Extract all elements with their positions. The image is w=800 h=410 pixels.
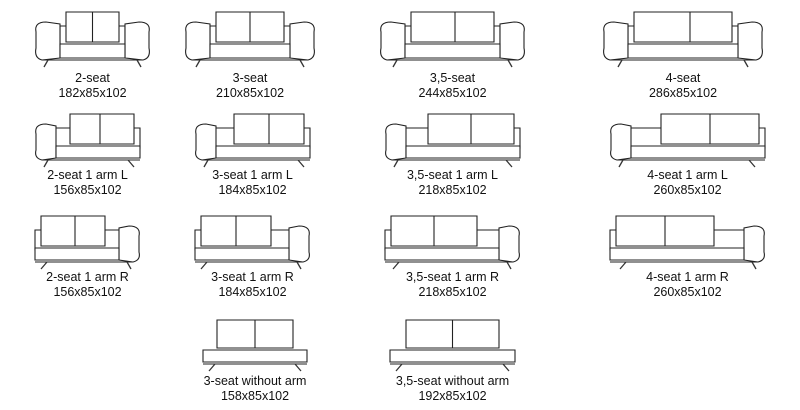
sofa-4-seat-1-arm-r: 4-seat 1 arm R 260x85x102 [605,210,770,300]
sofa-3-5-seat-1-arm-l: 3,5-seat 1 arm L 218x85x102 [380,108,525,198]
sofa-4-seat: 4-seat 286x85x102 [598,8,768,101]
sofa-label: 4-seat 1 arm R [646,270,729,284]
sofa-dimensions: 156x85x102 [53,285,122,299]
sofa-3-seat-drawing [185,11,315,68]
sofa-2-seat-drawing [35,11,150,68]
sofa-4-seat-1-arm-r-drawing [609,215,765,270]
sofa-dimensions: 218x85x102 [418,183,487,197]
sofa-3-seat-1-arm-r-drawing [194,215,310,270]
sofa-3-seat-1-arm-l: 3-seat 1 arm L 184x85x102 [190,108,315,198]
sofa-label: 2-seat [75,71,110,85]
sofa-3-seat-without-arm: 3-seat without arm 158x85x102 [195,312,315,408]
sofa-3-5-seat-without-arm: 3,5-seat without arm 192x85x102 [380,312,525,408]
sofa-3-5-seat-without-arm-caption: 3,5-seat without arm 192x85x102 [380,374,525,404]
sofa-2-seat-caption: 2-seat 182x85x102 [30,71,155,101]
sofa-4-seat-caption: 4-seat 286x85x102 [598,71,768,101]
sofa-label: 4-seat [665,71,701,85]
sofa-3-seat-without-arm-drawing [202,319,308,372]
sofa-2-seat-1-arm-r-caption: 2-seat 1 arm R 156x85x102 [30,270,145,300]
sofa-dimensions: 286x85x102 [648,86,718,100]
sofa-3-5-seat-1-arm-r-drawing [384,215,520,270]
sofa-dimensions: 184x85x102 [218,183,287,197]
sofa-label: 3-seat [232,71,268,85]
sofa-4-seat-1-arm-l-caption: 4-seat 1 arm L 260x85x102 [605,168,770,198]
sofa-dimensions: 260x85x102 [653,285,722,299]
sofa-2-seat-1-arm-r: 2-seat 1 arm R 156x85x102 [30,210,145,300]
sofa-dimensions: 158x85x102 [220,389,290,403]
sofa-dimensions: 192x85x102 [418,389,487,403]
sofa-4-seat-1-arm-r-caption: 4-seat 1 arm R 260x85x102 [605,270,770,300]
sofa-label: 3-seat without arm [203,374,307,388]
sofa-dimensions: 156x85x102 [53,183,122,197]
sofa-3-seat-without-arm-caption: 3-seat without arm 158x85x102 [195,374,315,404]
sofa-3-seat-1-arm-l-drawing [195,113,311,168]
sofa-3-5-seat-1-arm-r: 3,5-seat 1 arm R 218x85x102 [380,210,525,300]
sofa-3-seat-1-arm-r-caption: 3-seat 1 arm R 184x85x102 [190,270,315,300]
sofa-label: 4-seat 1 arm L [647,168,728,182]
sofa-label: 2-seat 1 arm L [47,168,128,182]
sofa-label: 3,5-seat [429,71,476,85]
sofa-3-5-seat-drawing [380,11,525,68]
sofa-2-seat-1-arm-l: 2-seat 1 arm L 156x85x102 [30,108,145,198]
sofa-3-seat-1-arm-l-caption: 3-seat 1 arm L 184x85x102 [190,168,315,198]
sofa-3-seat-caption: 3-seat 210x85x102 [180,71,320,101]
sofa-3-seat: 3-seat 210x85x102 [180,8,320,101]
sofa-dimensions: 182x85x102 [58,86,127,100]
sofa-4-seat-1-arm-l-drawing [610,113,766,168]
sofa-3-5-seat-caption: 3,5-seat 244x85x102 [375,71,530,101]
sofa-label: 3,5-seat 1 arm R [405,270,500,284]
sofa-label: 3,5-seat 1 arm L [406,168,498,182]
sofa-dimensions: 184x85x102 [218,285,287,299]
sofa-4-seat-1-arm-l: 4-seat 1 arm L 260x85x102 [605,108,770,198]
sofa-3-5-seat-without-arm-drawing [389,319,516,372]
sofa-3-5-seat-1-arm-l-drawing [385,113,521,168]
sofa-label: 3,5-seat without arm [395,374,510,388]
sofa-2-seat-1-arm-l-caption: 2-seat 1 arm L 156x85x102 [30,168,145,198]
sofa-2-seat-1-arm-l-drawing [35,113,141,168]
sofa-3-5-seat-1-arm-r-caption: 3,5-seat 1 arm R 218x85x102 [380,270,525,300]
sofa-3-5-seat-1-arm-l-caption: 3,5-seat 1 arm L 218x85x102 [380,168,525,198]
sofa-label: 3-seat 1 arm R [211,270,294,284]
sofa-dimensions: 244x85x102 [418,86,487,100]
sofa-3-5-seat: 3,5-seat 244x85x102 [375,8,530,101]
sofa-label: 2-seat 1 arm R [46,270,129,284]
sofa-dimensions: 218x85x102 [418,285,487,299]
sofa-4-seat-drawing [603,11,763,68]
sofa-2-seat-1-arm-r-drawing [34,215,140,270]
sofa-3-seat-1-arm-r: 3-seat 1 arm R 184x85x102 [190,210,315,300]
sofa-label: 3-seat 1 arm L [212,168,293,182]
sofa-dimensions: 210x85x102 [215,86,285,100]
sofa-2-seat: 2-seat 182x85x102 [30,8,155,101]
sofa-dimensions: 260x85x102 [653,183,722,197]
